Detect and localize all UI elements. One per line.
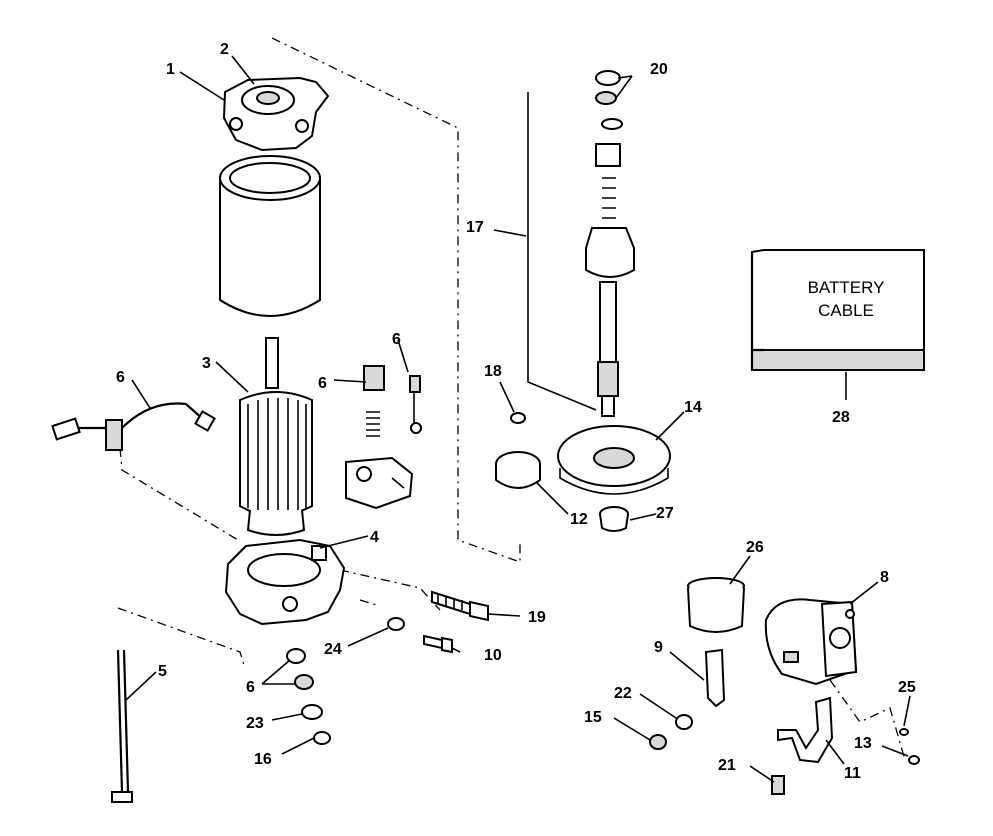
callout-24: 24 <box>324 641 342 658</box>
callout-4: 4 <box>370 529 379 546</box>
callout-21: 21 <box>718 757 736 774</box>
through-bolt-part <box>111 649 133 803</box>
large-gear-part <box>557 425 671 495</box>
callout-6-screw: 6 <box>392 331 401 348</box>
callout-11: 11 <box>844 765 861 782</box>
callout-5: 5 <box>158 663 167 680</box>
callout-14: 14 <box>684 399 702 416</box>
callout-13: 13 <box>854 735 872 752</box>
end-cap-part <box>222 76 330 152</box>
callout-26: 26 <box>746 539 764 556</box>
callout-28: 28 <box>832 409 850 426</box>
battery-cable-label-line1: BATTERY <box>808 278 885 297</box>
solenoid-hardware-part <box>649 714 920 795</box>
callout-8: 8 <box>880 569 889 586</box>
drive-assembly-part <box>527 70 635 417</box>
assembly-guide-lines <box>117 37 906 761</box>
battery-cable-box: BATTERY CABLE <box>750 249 925 400</box>
snap-ring-part <box>510 412 526 424</box>
clamp-part <box>777 696 834 764</box>
brush-and-spring-part <box>363 365 422 437</box>
callout-6-brush: 6 <box>318 375 327 392</box>
callout-15: 15 <box>584 709 602 726</box>
motor-housing-part <box>219 155 321 317</box>
callout-16: 16 <box>254 751 272 768</box>
bushing-part <box>599 506 629 532</box>
callout-23: 23 <box>246 715 264 732</box>
brush-lead-part <box>51 402 216 451</box>
brush-plate-part <box>345 456 414 510</box>
callout-12: 12 <box>570 511 588 528</box>
callout-10: 10 <box>484 647 502 664</box>
callout-2: 2 <box>220 41 229 58</box>
small-gear-part <box>495 451 541 489</box>
nuts-and-washers-part <box>286 648 331 745</box>
callout-numbers: 1 2 3 4 5 6 6 6 6 8 9 10 11 12 13 14 15 … <box>116 41 916 782</box>
callout-1: 1 <box>166 61 175 78</box>
callout-6-nut: 6 <box>246 679 255 696</box>
armature-part <box>239 337 313 536</box>
battery-cable-label-line2: CABLE <box>818 301 874 320</box>
callout-22: 22 <box>614 685 632 702</box>
callout-6-lead: 6 <box>116 369 125 386</box>
leader-lines <box>125 55 911 783</box>
callout-18: 18 <box>484 363 502 380</box>
callout-17: 17 <box>466 219 484 236</box>
sleeve-part <box>687 577 745 633</box>
callout-3: 3 <box>202 355 211 372</box>
callout-27: 27 <box>656 505 674 522</box>
bracket-strip-part <box>704 648 726 708</box>
callout-20: 20 <box>650 61 668 78</box>
lower-end-cap-part <box>224 538 346 626</box>
hardware-bolts-part <box>387 590 489 654</box>
solenoid-part <box>764 598 858 686</box>
callout-19: 19 <box>528 609 546 626</box>
callout-9: 9 <box>654 639 663 656</box>
callout-25: 25 <box>898 679 916 696</box>
